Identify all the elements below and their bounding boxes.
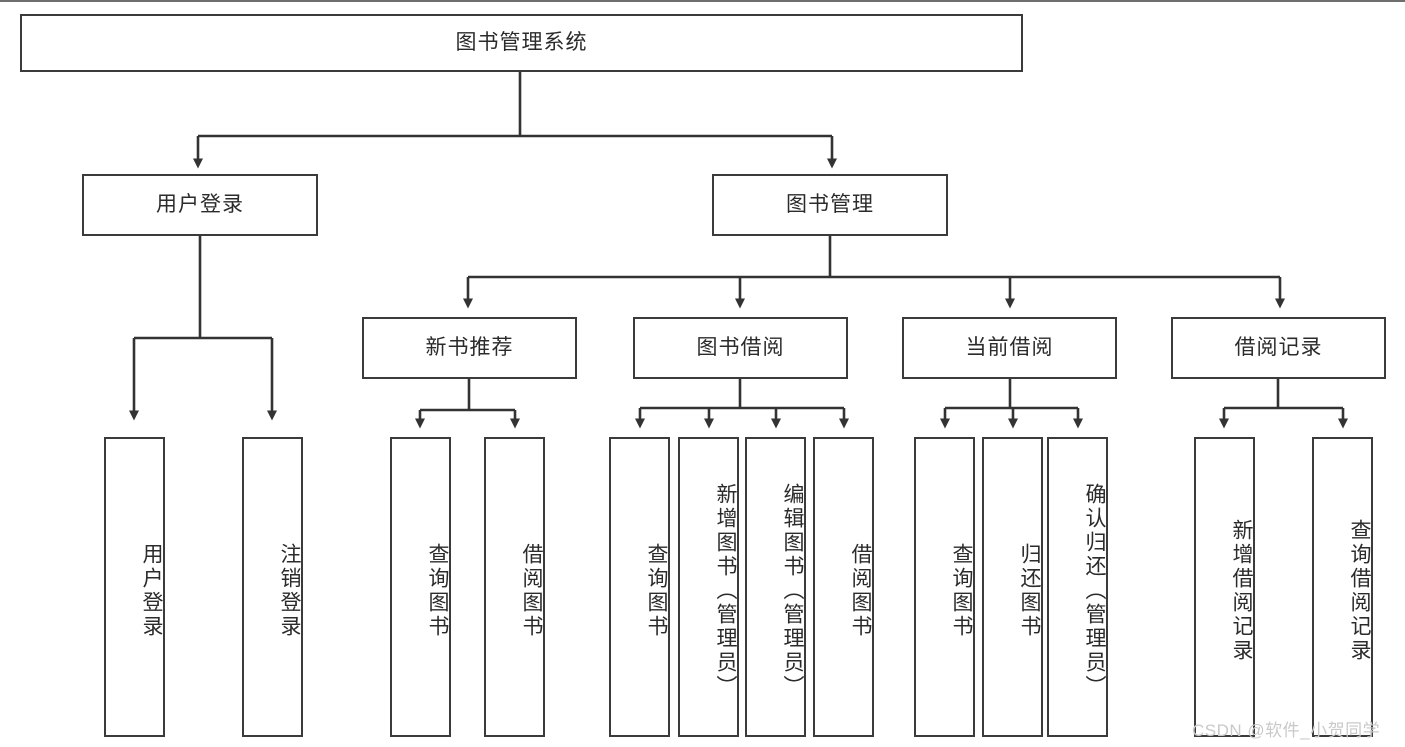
leaf-book-borrow-add[interactable]: 新增图书（管理员） [678,437,739,737]
node-root-book-management-system[interactable]: 图书管理系统 [20,14,1023,72]
node-label: 借阅图书 [520,543,543,639]
node-label: 新增图书（管理员） [714,483,737,699]
leaf-user-login-login[interactable]: 用户登录 [104,437,165,737]
node-label: 查询图书 [426,543,449,639]
node-label: 借阅记录 [1234,335,1323,359]
leaf-book-borrow-edit[interactable]: 编辑图书（管理员） [745,437,806,737]
node-borrow-record[interactable]: 借阅记录 [1171,317,1386,379]
node-new-book-recommend[interactable]: 新书推荐 [362,317,577,379]
node-label: 图书管理 [786,192,874,216]
node-label: 确认归还（管理员） [1083,483,1106,699]
leaf-borrow-record-add[interactable]: 新增借阅记录 [1194,437,1255,737]
node-label: 新增借阅记录 [1230,519,1253,663]
node-label: 查询图书 [645,543,668,639]
node-label: 当前借阅 [965,335,1054,359]
node-book-borrow[interactable]: 图书借阅 [633,317,848,379]
leaf-borrow-record-query[interactable]: 查询借阅记录 [1312,437,1373,737]
node-label: 查询图书 [950,543,973,639]
leaf-current-borrow-confirm-return[interactable]: 确认归还（管理员） [1047,437,1108,737]
node-user-login[interactable]: 用户登录 [82,174,318,236]
leaf-current-borrow-return[interactable]: 归还图书 [982,437,1043,737]
leaf-current-borrow-query[interactable]: 查询图书 [914,437,975,737]
node-label: 图书借阅 [696,335,785,359]
node-label: 图书管理系统 [455,30,588,54]
node-label: 借阅图书 [849,543,872,639]
node-label: 用户登录 [156,192,244,216]
node-book-management[interactable]: 图书管理 [712,174,948,236]
csdn-watermark: CSDN @软件_小贺同学 [1192,721,1381,740]
node-label: 用户登录 [140,543,163,639]
leaf-new-book-query[interactable]: 查询图书 [390,437,451,737]
node-label: 新书推荐 [425,335,514,359]
leaf-new-book-borrow[interactable]: 借阅图书 [484,437,545,737]
node-label: 查询借阅记录 [1348,519,1371,663]
leaf-book-borrow-query[interactable]: 查询图书 [609,437,670,737]
leaf-user-login-logout[interactable]: 注销登录 [242,437,303,737]
leaf-book-borrow-borrow[interactable]: 借阅图书 [813,437,874,737]
node-current-borrow[interactable]: 当前借阅 [902,317,1117,379]
node-label: 注销登录 [278,543,301,639]
node-label: 编辑图书（管理员） [781,483,804,699]
node-label: 归还图书 [1018,543,1041,639]
